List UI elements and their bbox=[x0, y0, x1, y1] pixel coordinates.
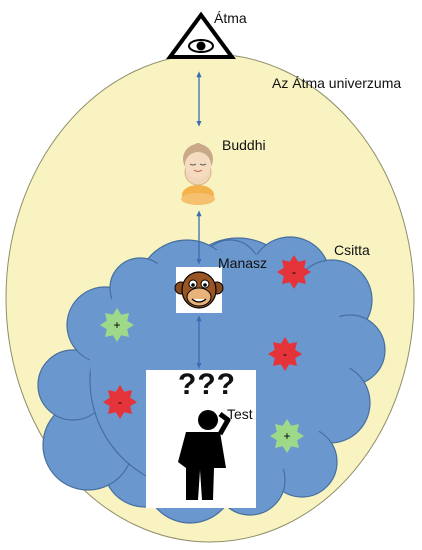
star-sign: + bbox=[113, 318, 120, 332]
star-sign: - bbox=[292, 265, 296, 279]
atma-title: Átma bbox=[214, 10, 247, 26]
plus-star-marker: + bbox=[270, 419, 304, 453]
manas-label: Manasz bbox=[218, 255, 268, 271]
buddha-icon bbox=[181, 143, 215, 205]
monkey-icon bbox=[174, 267, 224, 313]
star-sign: - bbox=[118, 395, 122, 409]
star-markers: - + - - + bbox=[100, 255, 311, 453]
csitta-label: Csitta bbox=[334, 242, 370, 258]
question-marks: ??? bbox=[178, 368, 236, 401]
minus-star-marker: - bbox=[277, 255, 311, 289]
thinking-person-icon bbox=[146, 370, 256, 508]
star-sign: - bbox=[283, 347, 287, 361]
plus-star-marker: + bbox=[100, 308, 134, 342]
buddhi-label: Buddhi bbox=[222, 137, 266, 153]
test-label: Test bbox=[227, 406, 253, 422]
universe-label: Az Átma univerzuma bbox=[272, 75, 402, 91]
minus-star-marker: - bbox=[268, 337, 302, 371]
star-sign: + bbox=[283, 429, 290, 443]
minus-star-marker: - bbox=[103, 385, 137, 419]
eye-triangle-icon bbox=[166, 11, 236, 59]
